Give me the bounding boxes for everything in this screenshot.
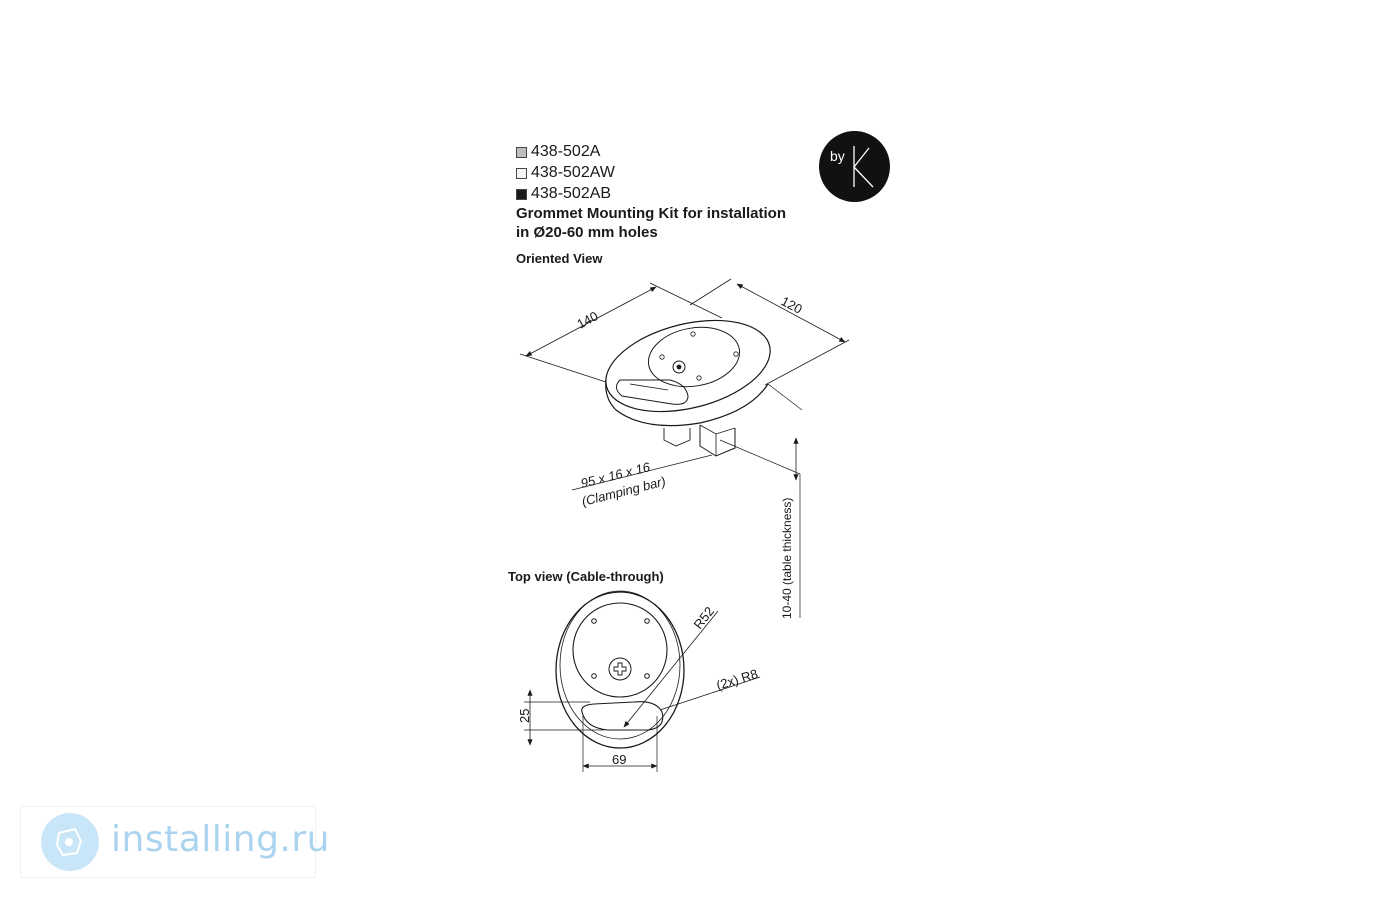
screw-icon [613,662,627,676]
table-thickness-label: 10-40 (table thickness) [780,498,794,619]
swatch-grey [516,146,527,158]
variant-code: 438-502AB [531,185,612,202]
brand-logo: by [819,131,890,202]
variant-item: 438-502AW [516,164,615,182]
cable-slot [581,701,664,731]
top-view-drawing [524,590,761,772]
oriented-view-drawing [519,278,850,618]
dim-label-r52: R52 [691,604,718,632]
watermark-text: installing.ru [111,819,330,860]
dim-label-25: 25 [517,709,532,723]
swatch-white [516,167,527,179]
product-title: Grommet Mounting Kit for installation in… [516,204,786,242]
variant-code: 438-502A [531,143,601,160]
watermark: installing.ru [20,806,329,878]
swatch-black [516,188,527,200]
top-view-heading: Top view (Cable-through) [508,569,664,584]
dim-line-140 [525,286,657,357]
product-title-line1: Grommet Mounting Kit for installation [516,205,786,222]
oriented-view-heading: Oriented View [516,251,603,266]
dim-line-120 [736,283,846,343]
variant-item: 438-502A [516,143,600,161]
variant-code: 438-502AW [531,164,615,181]
grommet-body [605,319,771,413]
logo-by-text: by [830,148,845,164]
dim-label-69: 69 [612,752,626,767]
dim-label-120: 120 [779,293,805,316]
top-view-outline [555,591,685,749]
dim-label-r8: (2x) R8 [714,666,759,693]
variant-item: 438-502AB [516,185,611,203]
brand-logo-mark: by [830,146,874,188]
top-view-plate [572,602,668,698]
watermark-logo-icon [41,813,99,871]
product-title-line2: in Ø20-60 mm holes [516,224,658,241]
